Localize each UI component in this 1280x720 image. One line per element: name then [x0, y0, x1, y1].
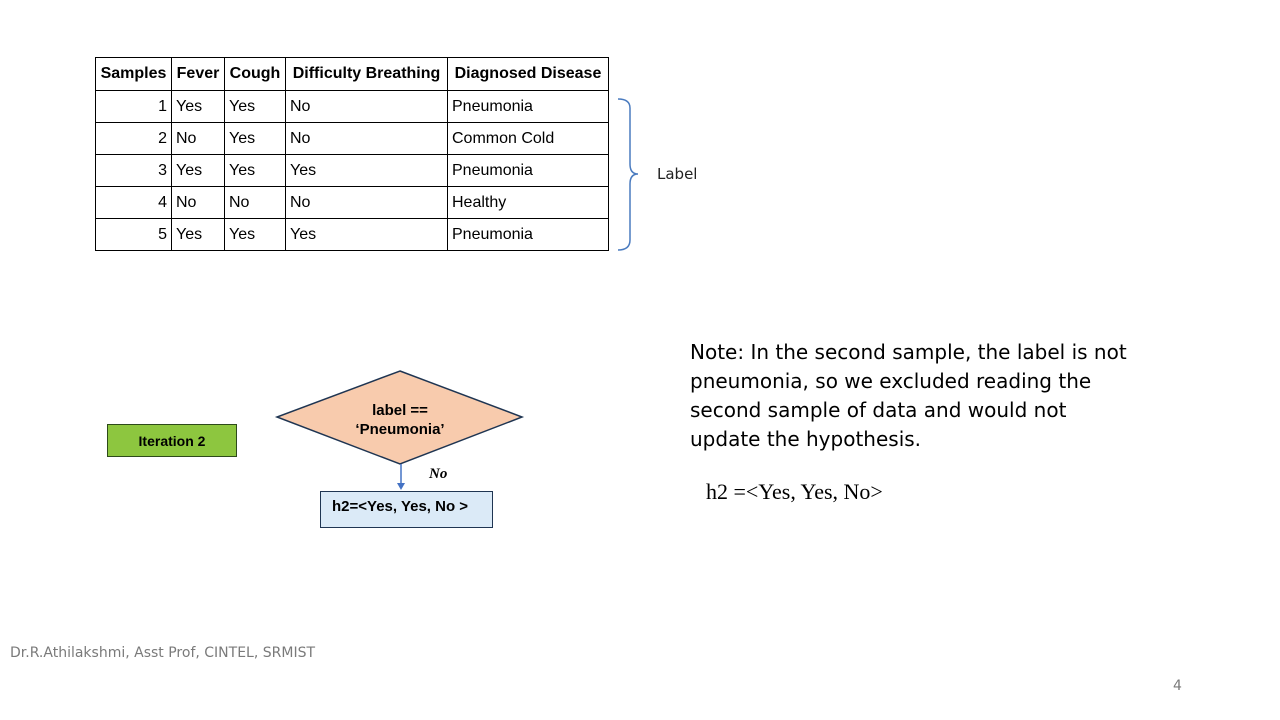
table-row: 2 No Yes No Common Cold [95, 122, 609, 155]
table-header-row: Samples Fever Cough Difficulty Breathing… [95, 57, 609, 91]
table-cell: Pneumonia [447, 218, 609, 251]
table-cell: Common Cold [447, 122, 609, 155]
hypothesis-formula: h2 =<Yes, Yes, No> [706, 479, 883, 504]
table-cell: Yes [171, 90, 225, 123]
right-brace-icon [617, 98, 639, 251]
decision-diamond [274, 370, 525, 465]
note-text: Note: In the second sample, the label is… [690, 340, 1127, 451]
table-cell: Yes [285, 154, 448, 187]
table-cell: Pneumonia [447, 90, 609, 123]
table-row: 4 No No No Healthy [95, 186, 609, 219]
table-cell: No [285, 122, 448, 155]
decision-label: label == ‘Pneumonia’ [330, 401, 470, 439]
table-cell: 4 [95, 186, 172, 219]
table-cell: 5 [95, 218, 172, 251]
column-header: Diagnosed Disease [447, 57, 609, 91]
arrow-head-icon [397, 483, 405, 490]
column-header: Cough [224, 57, 286, 91]
table-cell: 3 [95, 154, 172, 187]
decision-diagram [274, 370, 525, 490]
table-cell: Yes [171, 154, 225, 187]
table-cell: Healthy [447, 186, 609, 219]
iteration-box: Iteration 2 [107, 424, 237, 457]
page-number: 4 [1173, 678, 1182, 694]
table-cell: 1 [95, 90, 172, 123]
decision-line-1: label == [372, 402, 428, 419]
column-header: Samples [95, 57, 172, 91]
table-row: 3 Yes Yes Yes Pneumonia [95, 154, 609, 187]
table-row: 5 Yes Yes Yes Pneumonia [95, 218, 609, 251]
table-cell: Pneumonia [447, 154, 609, 187]
data-table: Samples Fever Cough Difficulty Breathing… [95, 57, 609, 251]
branch-label: No [429, 466, 448, 482]
footer-author: Dr.R.Athilakshmi, Asst Prof, CINTEL, SRM… [10, 645, 316, 661]
brace-label: Label [657, 165, 698, 183]
table-cell: Yes [224, 154, 286, 187]
table-cell: Yes [285, 218, 448, 251]
table-cell: Yes [224, 218, 286, 251]
table-cell: No [224, 186, 286, 219]
table-cell: No [285, 186, 448, 219]
table-cell: No [285, 90, 448, 123]
table-cell: No [171, 186, 225, 219]
table-cell: Yes [171, 218, 225, 251]
decision-line-2: ‘Pneumonia’ [355, 421, 445, 438]
hypothesis-box: h2=<Yes, Yes, No > [320, 491, 493, 528]
column-header: Difficulty Breathing [285, 57, 448, 91]
table-cell: No [171, 122, 225, 155]
table-row: 1 Yes Yes No Pneumonia [95, 90, 609, 123]
table-cell: Yes [224, 122, 286, 155]
column-header: Fever [171, 57, 225, 91]
table-cell: 2 [95, 122, 172, 155]
table-cell: Yes [224, 90, 286, 123]
